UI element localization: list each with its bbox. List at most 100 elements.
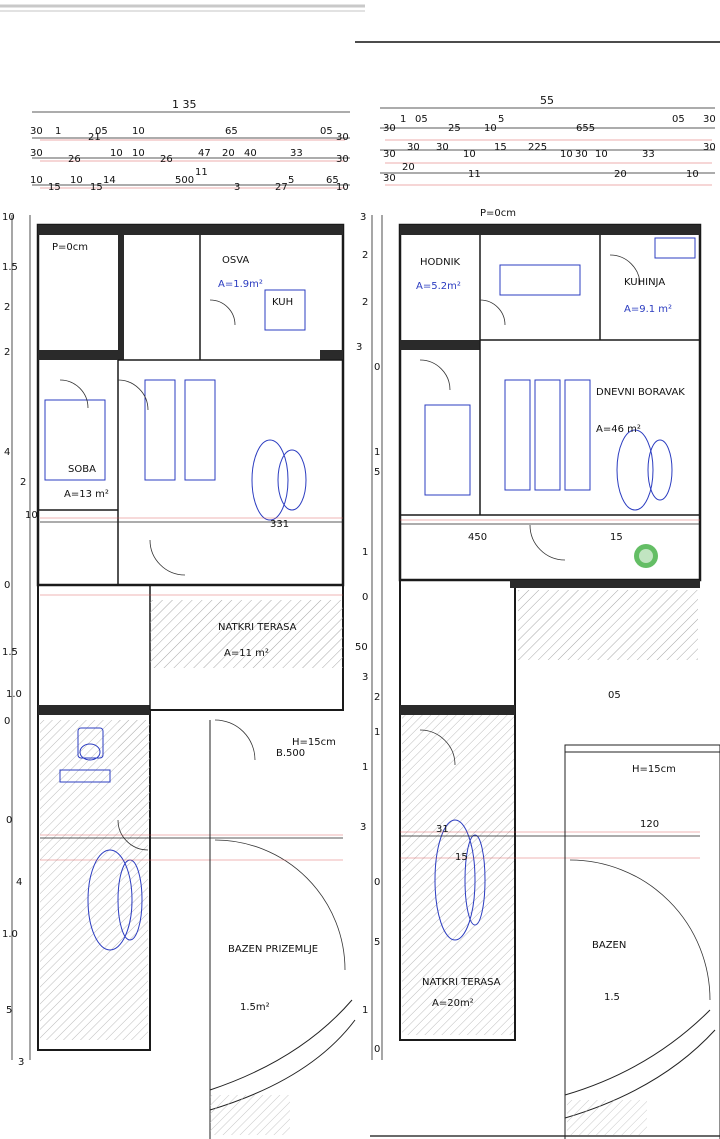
- svg-text:3: 3: [18, 1057, 24, 1068]
- svg-text:10: 10: [70, 175, 83, 186]
- svg-text:4: 4: [4, 447, 10, 458]
- svg-text:B.500: B.500: [276, 748, 305, 759]
- svg-text:20: 20: [222, 148, 235, 159]
- left-plan: [11, 111, 356, 1139]
- svg-text:1: 1: [362, 1005, 368, 1016]
- svg-text:40: 40: [244, 148, 257, 159]
- svg-text:15: 15: [90, 182, 103, 193]
- svg-text:05: 05: [320, 126, 333, 137]
- left-bath-hatch: [118, 720, 150, 820]
- svg-text:65: 65: [225, 126, 238, 137]
- svg-text:30: 30: [703, 142, 716, 153]
- svg-text:30: 30: [407, 142, 420, 153]
- left-bazen-hatch: [210, 1095, 290, 1135]
- svg-text:5: 5: [374, 937, 380, 948]
- right-room-terasa: NATKRI TERASA A=20m²: [422, 977, 501, 1009]
- svg-text:26: 26: [68, 154, 81, 165]
- svg-text:14: 14: [103, 175, 116, 186]
- svg-text:5: 5: [498, 114, 504, 125]
- svg-text:NATKRI TERASA: NATKRI TERASA: [422, 977, 501, 988]
- left-room-osva: OSVA A=1.9m²: [218, 255, 263, 290]
- svg-text:2: 2: [4, 302, 10, 313]
- svg-text:A=5.2m²: A=5.2m²: [416, 281, 461, 292]
- svg-text:655: 655: [576, 123, 595, 134]
- svg-text:A=1.9m²: A=1.9m²: [218, 279, 263, 290]
- svg-text:1: 1: [374, 447, 380, 458]
- svg-text:0: 0: [6, 815, 12, 826]
- svg-text:05: 05: [608, 690, 621, 701]
- svg-text:0: 0: [362, 592, 368, 603]
- svg-text:NATKRI TERASA: NATKRI TERASA: [218, 622, 297, 633]
- right-internal-dims: [400, 519, 700, 859]
- svg-text:0: 0: [4, 580, 10, 591]
- right-dim-row-3: 30 20 11 20 10: [383, 162, 699, 184]
- svg-text:05: 05: [415, 114, 428, 125]
- left-internal-dims: [40, 517, 343, 861]
- svg-text:10: 10: [25, 510, 38, 521]
- right-furniture: [424, 237, 696, 941]
- svg-text:BAZEN: BAZEN: [592, 940, 626, 951]
- svg-text:30: 30: [383, 149, 396, 160]
- left-top-red-lines: [40, 139, 345, 189]
- left-dim-row-3: 10 15 10 15 14 500 11 3 27 5 65 10: [30, 167, 349, 193]
- left-bazen: [209, 720, 356, 1139]
- svg-text:A=46 m²: A=46 m²: [596, 424, 641, 435]
- svg-text:H=15cm: H=15cm: [292, 737, 336, 748]
- svg-text:05: 05: [672, 114, 685, 125]
- svg-text:1: 1: [55, 126, 61, 137]
- svg-text:33: 33: [642, 149, 655, 160]
- svg-text:3: 3: [360, 212, 366, 223]
- svg-text:2: 2: [362, 250, 368, 261]
- svg-text:11: 11: [195, 167, 208, 178]
- right-internal-dimlines: [400, 523, 700, 837]
- svg-text:KUH: KUH: [272, 297, 293, 308]
- left-room-b500: B.500 H=15cm: [276, 737, 336, 759]
- left-room-bazen: BAZEN PRIZEMLJE 1.5m²: [228, 944, 318, 1013]
- svg-text:4: 4: [16, 877, 22, 888]
- right-top-dimension-lines: [380, 107, 715, 174]
- svg-text:30: 30: [436, 142, 449, 153]
- svg-text:DNEVNI BORAVAK: DNEVNI BORAVAK: [596, 387, 685, 398]
- svg-text:1: 1: [362, 762, 368, 773]
- svg-text:05: 05: [95, 126, 108, 137]
- right-door-swings: [419, 254, 711, 1001]
- right-terrace-hatch: [518, 590, 698, 660]
- svg-text:10: 10: [463, 149, 476, 160]
- svg-text:25: 25: [448, 123, 461, 134]
- svg-text:5: 5: [374, 467, 380, 478]
- left-dim-row-1: 30 1 05 21 10 65 05 30: [30, 126, 349, 143]
- svg-text:0: 0: [374, 877, 380, 888]
- svg-text:10: 10: [2, 212, 15, 223]
- svg-text:0: 0: [374, 1044, 380, 1055]
- svg-text:1: 1: [374, 727, 380, 738]
- svg-text:2: 2: [4, 347, 10, 358]
- left-top-dimension-lines: [32, 111, 350, 186]
- svg-text:20: 20: [402, 162, 415, 173]
- svg-text:10: 10: [560, 149, 573, 160]
- svg-text:1.0: 1.0: [2, 929, 18, 940]
- svg-text:10: 10: [132, 148, 145, 159]
- svg-text:30: 30: [383, 123, 396, 134]
- svg-text:1.5: 1.5: [2, 262, 18, 273]
- svg-text:P=0cm: P=0cm: [52, 242, 88, 253]
- left-internal-dimlines: [40, 521, 343, 839]
- svg-text:A=9.1 m²: A=9.1 m²: [624, 304, 672, 315]
- left-side-dimension-lines: [11, 215, 31, 1060]
- svg-text:15: 15: [494, 142, 507, 153]
- left-furniture: [44, 289, 307, 951]
- left-side-dims: 10 1.5 2 2 4 2 10 0 1.5 1.0 0 0 4 1.0 5 …: [2, 212, 38, 1068]
- svg-text:10: 10: [484, 123, 497, 134]
- right-room-kuhinja: KUHINJA A=9.1 m²: [624, 277, 672, 315]
- svg-text:KUHINJA: KUHINJA: [624, 277, 665, 288]
- svg-text:1.5: 1.5: [2, 647, 18, 658]
- left-dim-row-2: 30 26 10 10 26 47 20 40 33 30: [30, 148, 349, 165]
- svg-text:30: 30: [383, 173, 396, 184]
- misc-labels: P=0cm P=0cm 450 15 05 331 31 120 15: [52, 208, 659, 863]
- svg-text:3: 3: [360, 822, 366, 833]
- svg-text:1: 1: [400, 114, 406, 125]
- header-rules: [0, 4, 720, 1137]
- right-room-bazen: BAZEN 1.5: [592, 940, 626, 1003]
- svg-text:2: 2: [20, 477, 26, 488]
- left-overall-dim: 1 35: [172, 98, 197, 111]
